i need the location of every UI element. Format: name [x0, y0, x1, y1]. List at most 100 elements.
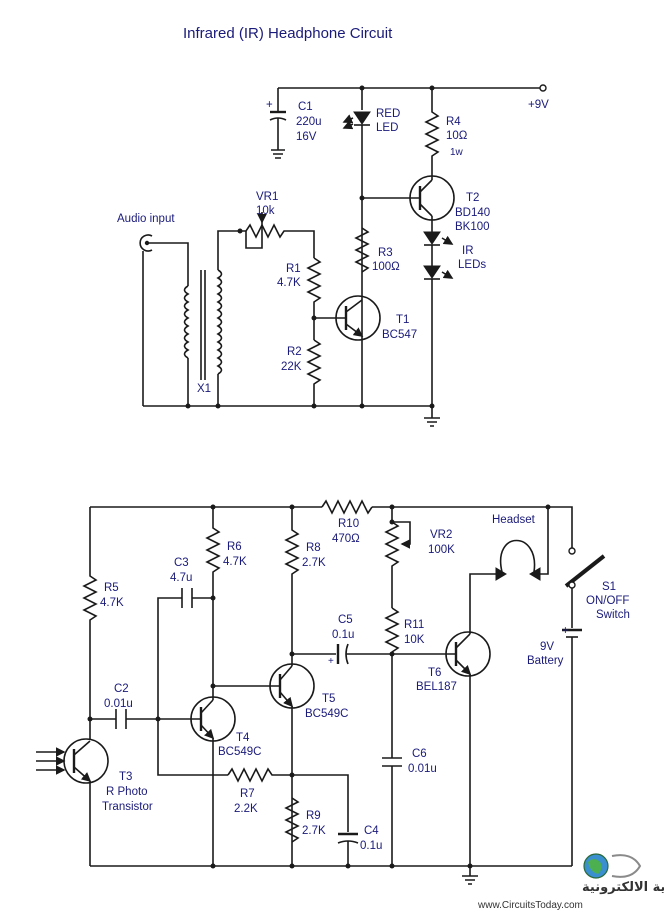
svg-text:X1: X1 — [197, 383, 211, 395]
resistor-r4: R4 10Ω 1w — [424, 88, 468, 180]
switch-s1[interactable]: S1 ON/OFF Switch — [564, 547, 630, 621]
receiver-circuit: R10 470Ω R5 4.7K C2 0.01u T3 R — [36, 499, 630, 885]
svg-text:R1: R1 — [286, 263, 301, 275]
svg-text:+: + — [266, 99, 273, 111]
svg-text:R2: R2 — [287, 346, 302, 358]
watermark-arabic: القرية الالكترونية — [582, 880, 664, 895]
capacitor-c5: + C5 0.1u — [292, 614, 392, 667]
potentiometer-vr2[interactable]: VR2 100K — [384, 507, 455, 608]
headset: Headset — [469, 507, 549, 634]
svg-text:BD140: BD140 — [455, 207, 490, 219]
transmitter-circuit: +9V + C1 220u 16V RED LED — [117, 84, 549, 427]
svg-text:Battery: Battery — [527, 655, 564, 667]
svg-text:0.1u: 0.1u — [360, 840, 382, 852]
svg-text:C2: C2 — [114, 683, 129, 695]
svg-text:C4: C4 — [364, 825, 379, 837]
svg-text:C1: C1 — [298, 101, 313, 113]
svg-text:Transistor: Transistor — [102, 801, 153, 813]
svg-text:T4: T4 — [236, 732, 250, 744]
svg-text:LED: LED — [376, 122, 398, 134]
svg-text:T1: T1 — [396, 314, 409, 326]
svg-text:16V: 16V — [296, 131, 317, 143]
svg-text:VR1: VR1 — [256, 191, 278, 203]
svg-text:T5: T5 — [322, 693, 335, 705]
svg-text:T3: T3 — [119, 771, 132, 783]
receiver-ground-symbol — [462, 866, 478, 885]
svg-text:10k: 10k — [256, 205, 275, 217]
potentiometer-vr1[interactable]: VR1 10k — [240, 191, 315, 258]
svg-text:R8: R8 — [306, 542, 321, 554]
svg-text:IR: IR — [462, 245, 474, 257]
led-red: RED LED — [342, 88, 400, 406]
svg-text:T2: T2 — [466, 192, 479, 204]
svg-text:C3: C3 — [174, 557, 189, 569]
svg-text:0.01u: 0.01u — [408, 763, 437, 775]
resistor-r10: R10 470Ω — [321, 499, 373, 545]
svg-text:2.7K: 2.7K — [302, 557, 326, 569]
svg-text:C6: C6 — [412, 748, 427, 760]
svg-text:2.2K: 2.2K — [234, 803, 258, 815]
svg-text:4.7K: 4.7K — [277, 277, 301, 289]
svg-text:Headset: Headset — [492, 514, 536, 526]
svg-text:BC547: BC547 — [382, 329, 417, 341]
svg-text:LEDs: LEDs — [458, 259, 486, 271]
transistor-t6: T6 BEL187 — [392, 631, 491, 866]
resistor-r9: R9 2.7K — [284, 797, 326, 843]
svg-text:BC549C: BC549C — [218, 746, 261, 758]
capacitor-c2: C2 0.01u — [90, 683, 200, 729]
capacitor-c6: C6 0.01u — [382, 654, 437, 866]
svg-text:10K: 10K — [404, 634, 425, 646]
receiver-top-rail — [90, 506, 573, 548]
watermark-site: www.CircuitsToday.com — [477, 900, 583, 911]
transformer-x1: X1 — [183, 230, 240, 406]
ground-symbol — [424, 417, 440, 427]
svg-text:T6: T6 — [428, 667, 441, 679]
resistor-r11: R11 10K — [384, 607, 425, 653]
resistor-r3: R3 100Ω — [354, 227, 400, 273]
svg-text:R5: R5 — [104, 582, 119, 594]
svg-text:470Ω: 470Ω — [332, 533, 360, 545]
svg-text:2.7K: 2.7K — [302, 825, 326, 837]
svg-text:R4: R4 — [446, 116, 461, 128]
svg-text:BC549C: BC549C — [305, 708, 348, 720]
svg-text:BEL187: BEL187 — [416, 681, 457, 693]
svg-text:Audio input: Audio input — [117, 213, 175, 225]
svg-text:+: + — [562, 625, 569, 637]
svg-text:1w: 1w — [450, 147, 464, 158]
svg-text:RED: RED — [376, 108, 400, 120]
watermark-logo: القرية الالكترونية www.CircuitsToday.com — [477, 853, 664, 911]
page-title: Infrared (IR) Headphone Circuit — [183, 25, 393, 42]
svg-text:100Ω: 100Ω — [372, 261, 400, 273]
svg-text:R10: R10 — [338, 518, 359, 530]
svg-text:4.7K: 4.7K — [223, 556, 247, 568]
svg-text:220u: 220u — [296, 116, 322, 128]
svg-text:R3: R3 — [378, 247, 393, 259]
svg-text:R Photo: R Photo — [106, 786, 148, 798]
transistor-t4: T4 BC549C — [157, 696, 261, 866]
svg-text:+: + — [328, 656, 334, 667]
audio-input-jack[interactable]: Audio input — [117, 213, 189, 406]
resistor-r6: R6 4.7K — [205, 507, 247, 700]
svg-text:R11: R11 — [404, 619, 424, 631]
resistor-r5: R5 4.7K — [82, 507, 124, 740]
supply-terminal — [539, 84, 547, 92]
battery: + 9V Battery — [527, 588, 582, 866]
svg-text:4.7u: 4.7u — [170, 572, 192, 584]
transistor-t1: T1 BC547 — [314, 295, 417, 341]
svg-text:4.7K: 4.7K — [100, 597, 124, 609]
ir-leds: IR LEDs — [423, 231, 486, 406]
resistor-r7: R7 2.2K — [227, 767, 349, 832]
svg-text:R9: R9 — [306, 810, 321, 822]
svg-text:22K: 22K — [281, 361, 302, 373]
supply-label: +9V — [528, 99, 549, 111]
capacitor-c1: + C1 220u 16V — [266, 88, 322, 159]
svg-text:VR2: VR2 — [430, 529, 452, 541]
resistor-r2: R2 22K — [281, 339, 322, 406]
capacitor-c4: C4 0.1u — [337, 825, 382, 866]
svg-text:0.01u: 0.01u — [104, 698, 133, 710]
resistor-r1: R1 4.7K — [277, 257, 322, 340]
transistor-t5: T5 BC549C — [213, 663, 348, 866]
svg-text:R6: R6 — [227, 541, 242, 553]
svg-text:ON/OFF: ON/OFF — [586, 595, 629, 607]
svg-text:Switch: Switch — [596, 609, 630, 621]
